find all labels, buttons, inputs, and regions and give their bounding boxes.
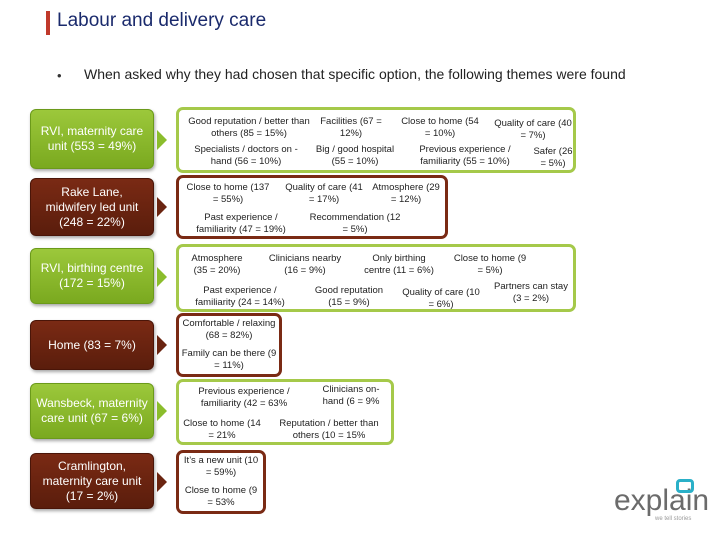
theme-item: Quality of care (10 = 6%) <box>402 287 480 310</box>
theme-item: Close to home (137 = 55%) <box>186 182 270 205</box>
explain-logo: explain <box>614 484 710 517</box>
themes-panel-home: Comfortable / relaxing (68 = 82%) Family… <box>176 313 282 377</box>
theme-item: Reputation / better than others (10 = 15… <box>279 418 379 441</box>
theme-item: Close to home (9 = 53% <box>184 485 258 508</box>
theme-item: Close to home (9 = 5%) <box>453 253 527 276</box>
facility-rake-lane: Rake Lane, midwifery led unit (248 = 22%… <box>30 178 154 236</box>
theme-item: Previous experience / familiarity (42 = … <box>198 386 290 409</box>
theme-item: Atmosphere (35 = 20%) <box>191 253 243 276</box>
theme-item: Clinicians nearby (16 = 9%) <box>268 253 342 276</box>
theme-item: It’s a new unit (10 = 59%) <box>183 455 259 478</box>
bullet-marker: • <box>57 68 62 83</box>
themes-panel-rvi-maternity: Good reputation / better than others (85… <box>176 107 576 173</box>
themes-panel-rvi-birthing-centre: Atmosphere (35 = 20%) Clinicians nearby … <box>176 244 576 312</box>
themes-panel-wansbeck: Previous experience / familiarity (42 = … <box>176 379 394 445</box>
theme-item: Good reputation (15 = 9%) <box>314 285 384 308</box>
facility-cramlington: Cramlington, maternity care unit (17 = 2… <box>30 453 154 509</box>
theme-item: Partners can stay (3 = 2%) <box>494 281 568 304</box>
themes-panel-cramlington: It’s a new unit (10 = 59%) Close to home… <box>176 450 266 514</box>
arrow-icon <box>157 401 167 421</box>
facility-wansbeck: Wansbeck, maternity care unit (67 = 6%) <box>30 383 154 439</box>
title-accent-bar <box>46 11 50 35</box>
facility-home: Home (83 = 7%) <box>30 320 154 370</box>
theme-item: Big / good hospital (55 = 10%) <box>315 144 395 167</box>
theme-item: Close to home (54 = 10%) <box>401 116 479 139</box>
theme-item: Comfortable / relaxing (68 = 82%) <box>182 318 276 341</box>
theme-item: Quality of care (40 = 7%) <box>494 118 572 141</box>
theme-item: Specialists / doctors on - hand (56 = 10… <box>194 144 298 167</box>
arrow-icon <box>157 335 167 355</box>
facility-rvi-birthing-centre: RVI, birthing centre (172 = 15%) <box>30 248 154 304</box>
theme-item: Recommendation (12 = 5%) <box>309 212 401 235</box>
theme-item: Only birthing centre (11 = 6%) <box>364 253 434 276</box>
theme-item: Previous experience / familiarity (55 = … <box>419 144 511 167</box>
arrow-icon <box>157 267 167 287</box>
logo-tagline: we tell stories <box>655 516 692 522</box>
arrow-icon <box>157 472 167 492</box>
theme-item: Good reputation / better than others (85… <box>188 116 310 139</box>
theme-item: Past experience / familiarity (24 = 14%) <box>195 285 285 308</box>
theme-item: Past experience / familiarity (47 = 19%) <box>196 212 286 235</box>
theme-item: Close to home (14 = 21% <box>183 418 261 441</box>
themes-panel-rake-lane: Close to home (137 = 55%) Quality of car… <box>176 175 448 239</box>
theme-item: Quality of care (41 = 17%) <box>285 182 363 205</box>
speech-bubble-icon <box>676 479 694 493</box>
facility-rvi-maternity: RVI, maternity care unit (553 = 49%) <box>30 109 154 169</box>
intro-text: When asked why they had chosen that spec… <box>84 66 626 82</box>
arrow-icon <box>157 130 167 150</box>
theme-item: Family can be there (9 = 11%) <box>181 348 277 371</box>
theme-item: Facilities (67 = 12%) <box>320 116 382 139</box>
theme-item: Clinicians on- hand (6 = 9% <box>322 384 380 407</box>
arrow-icon <box>157 197 167 217</box>
theme-item: Safer (26 = 5%) <box>533 146 573 169</box>
theme-item: Atmosphere (29 = 12%) <box>372 182 440 205</box>
page-title: Labour and delivery care <box>57 10 267 31</box>
